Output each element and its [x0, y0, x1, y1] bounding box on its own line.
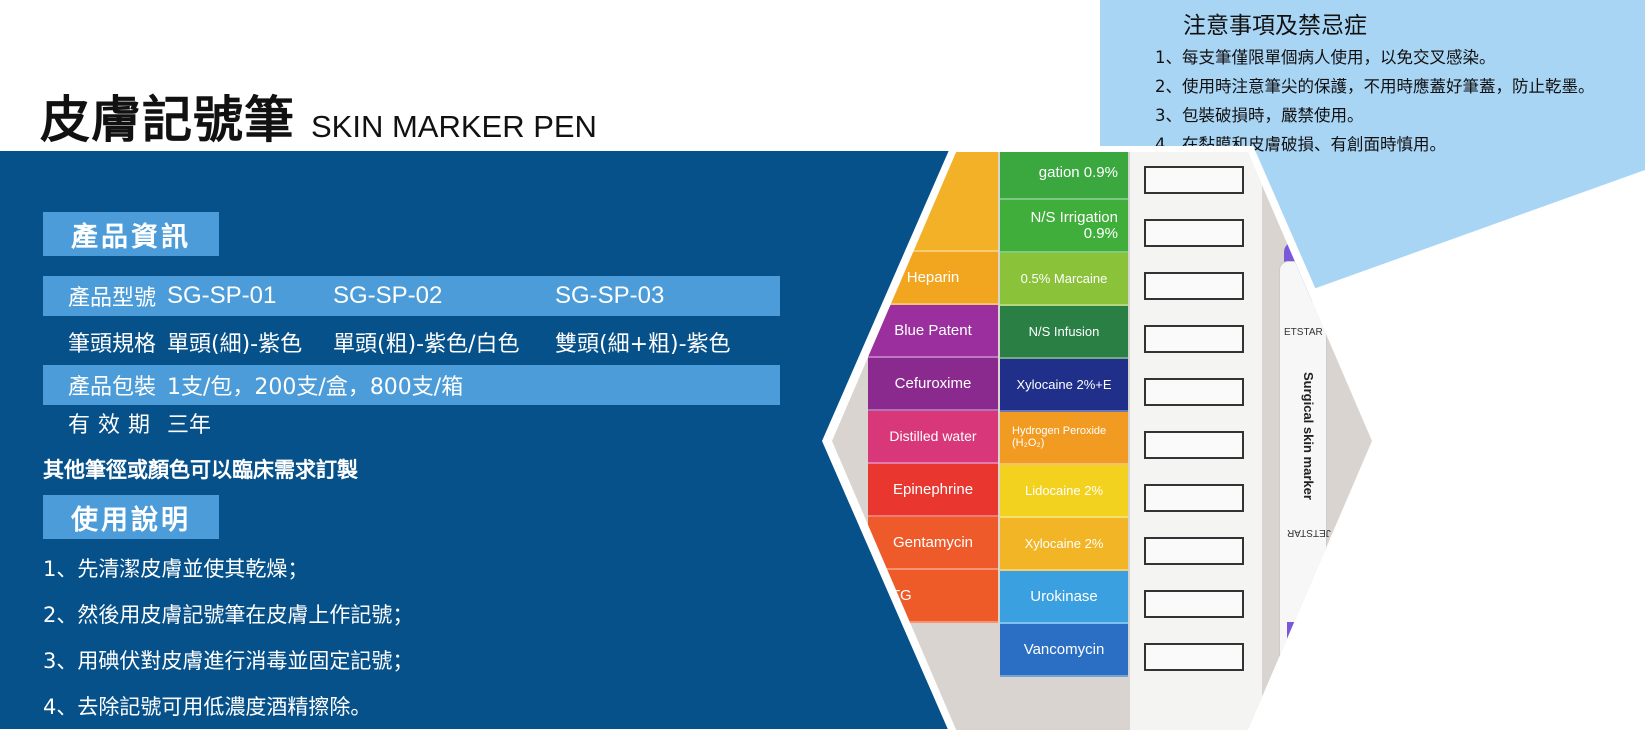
blank-label: [1144, 378, 1244, 406]
label-strip: gation 0.9%: [1000, 152, 1128, 200]
label-strip: Gentamycin: [868, 517, 998, 570]
notice-item: 3、包裝破損時，嚴禁使用。: [1155, 106, 1364, 125]
blank-label: [1144, 431, 1244, 459]
spec-row-tip: 筆頭規格 單頭(細)-紫色 單頭(粗)-紫色/白色 雙頭(細+粗)-紫色: [43, 322, 780, 362]
page-title: 皮膚記號筆 SKIN MARKER PEN: [40, 80, 597, 152]
title-chinese: 皮膚記號筆: [40, 91, 295, 149]
shelf-life-value: 三年: [167, 413, 212, 438]
model-value: SG-SP-02: [333, 282, 443, 309]
usage-steps: 1、先清潔皮膚並使其乾燥； 2、然後用皮膚記號筆在皮膚上作記號； 3、用碘伏對皮…: [43, 553, 413, 737]
usage-step: 3、用碘伏對皮膚進行消毒並固定記號；: [43, 649, 414, 673]
notice-list: 1、每支筆僅限單個病人使用，以免交叉感染。 2、使用時注意筆尖的保護，不用時應蓋…: [1155, 44, 1595, 160]
spec-label: 有效期: [68, 413, 159, 438]
label-strip: N/S Irrigation 0.9%: [1000, 200, 1128, 253]
label-strip: Lidocaine 2%: [1000, 465, 1128, 518]
blank-label: [1144, 325, 1244, 353]
spec-row-packaging: 產品包裝 1支/包，200支/盒，800支/箱: [43, 365, 780, 405]
label-strip: Urokinase: [1000, 571, 1128, 624]
usage-step: 4、去除記號可用低濃度酒精擦除。: [43, 695, 372, 719]
packaging-value: 1支/包，200支/盒，800支/箱: [167, 375, 464, 400]
blank-label: [1144, 272, 1244, 300]
custom-order-note: 其他筆徑或顏色可以臨床需求訂製: [43, 458, 358, 482]
label-strip: Xylocaine 2%: [1000, 518, 1128, 571]
usage-step: 2、然後用皮膚記號筆在皮膚上作記號；: [43, 603, 414, 627]
spec-label: 產品型號: [68, 286, 157, 311]
blank-label: [1144, 166, 1244, 194]
blank-label: [1144, 590, 1244, 618]
pen-label-text: Surgical skin marker: [1301, 372, 1316, 500]
spec-row-shelf-life: 有效期 三年: [43, 403, 780, 443]
blank-label: [1144, 643, 1244, 671]
blank-label: [1144, 484, 1244, 512]
blank-label: [1144, 537, 1244, 565]
tip-value: 單頭(細)-紫色: [167, 332, 303, 357]
notice-title: 注意事項及禁忌症: [1183, 13, 1367, 39]
label-strip: Epinephrine: [868, 464, 998, 517]
label-strip: 0.5% Marcaine: [1000, 253, 1128, 306]
spec-label: 產品包裝: [68, 375, 157, 400]
label-strip: Blue Patent: [868, 305, 998, 358]
blank-label: [1144, 219, 1244, 247]
usage-step: 1、先清潔皮膚並使其乾燥；: [43, 557, 309, 581]
model-value: SG-SP-01: [167, 282, 277, 309]
tip-value: 雙頭(細+粗)-紫色: [555, 332, 731, 357]
label-strip: Cefuroxime: [868, 358, 998, 411]
spec-label: 筆頭規格: [68, 332, 157, 357]
label-strip: N/S Infusion: [1000, 306, 1128, 359]
label-strip: Hydrogen Peroxide (H₂O₂): [1000, 412, 1128, 465]
pen-brand-text: JETSTAR: [1287, 527, 1331, 538]
product-photo: Heparin Blue Patent Cefuroxime Distilled…: [822, 146, 1382, 742]
blank-label-column: [1130, 152, 1262, 730]
product-info-heading: 產品資訊: [43, 212, 219, 256]
model-value: SG-SP-03: [555, 282, 665, 309]
spec-row-model: 產品型號 SG-SP-01 SG-SP-02 SG-SP-03: [43, 276, 780, 316]
label-strip: Xylocaine 2%+E: [1000, 359, 1128, 412]
tip-value: 單頭(粗)-紫色/白色: [333, 332, 520, 357]
title-english: SKIN MARKER PEN: [311, 109, 597, 144]
label-strip: Vancomycin: [1000, 624, 1128, 677]
notice-item: 1、每支筆僅限單個病人使用，以免交叉感染。: [1155, 48, 1496, 67]
notice-item: 2、使用時注意筆尖的保護，不用時應蓋好筆蓋，防止乾墨。: [1155, 77, 1595, 96]
label-strip: Distilled water: [868, 411, 998, 464]
pen-brand-text: ETSTAR: [1284, 327, 1323, 338]
usage-heading: 使用說明: [43, 495, 219, 539]
